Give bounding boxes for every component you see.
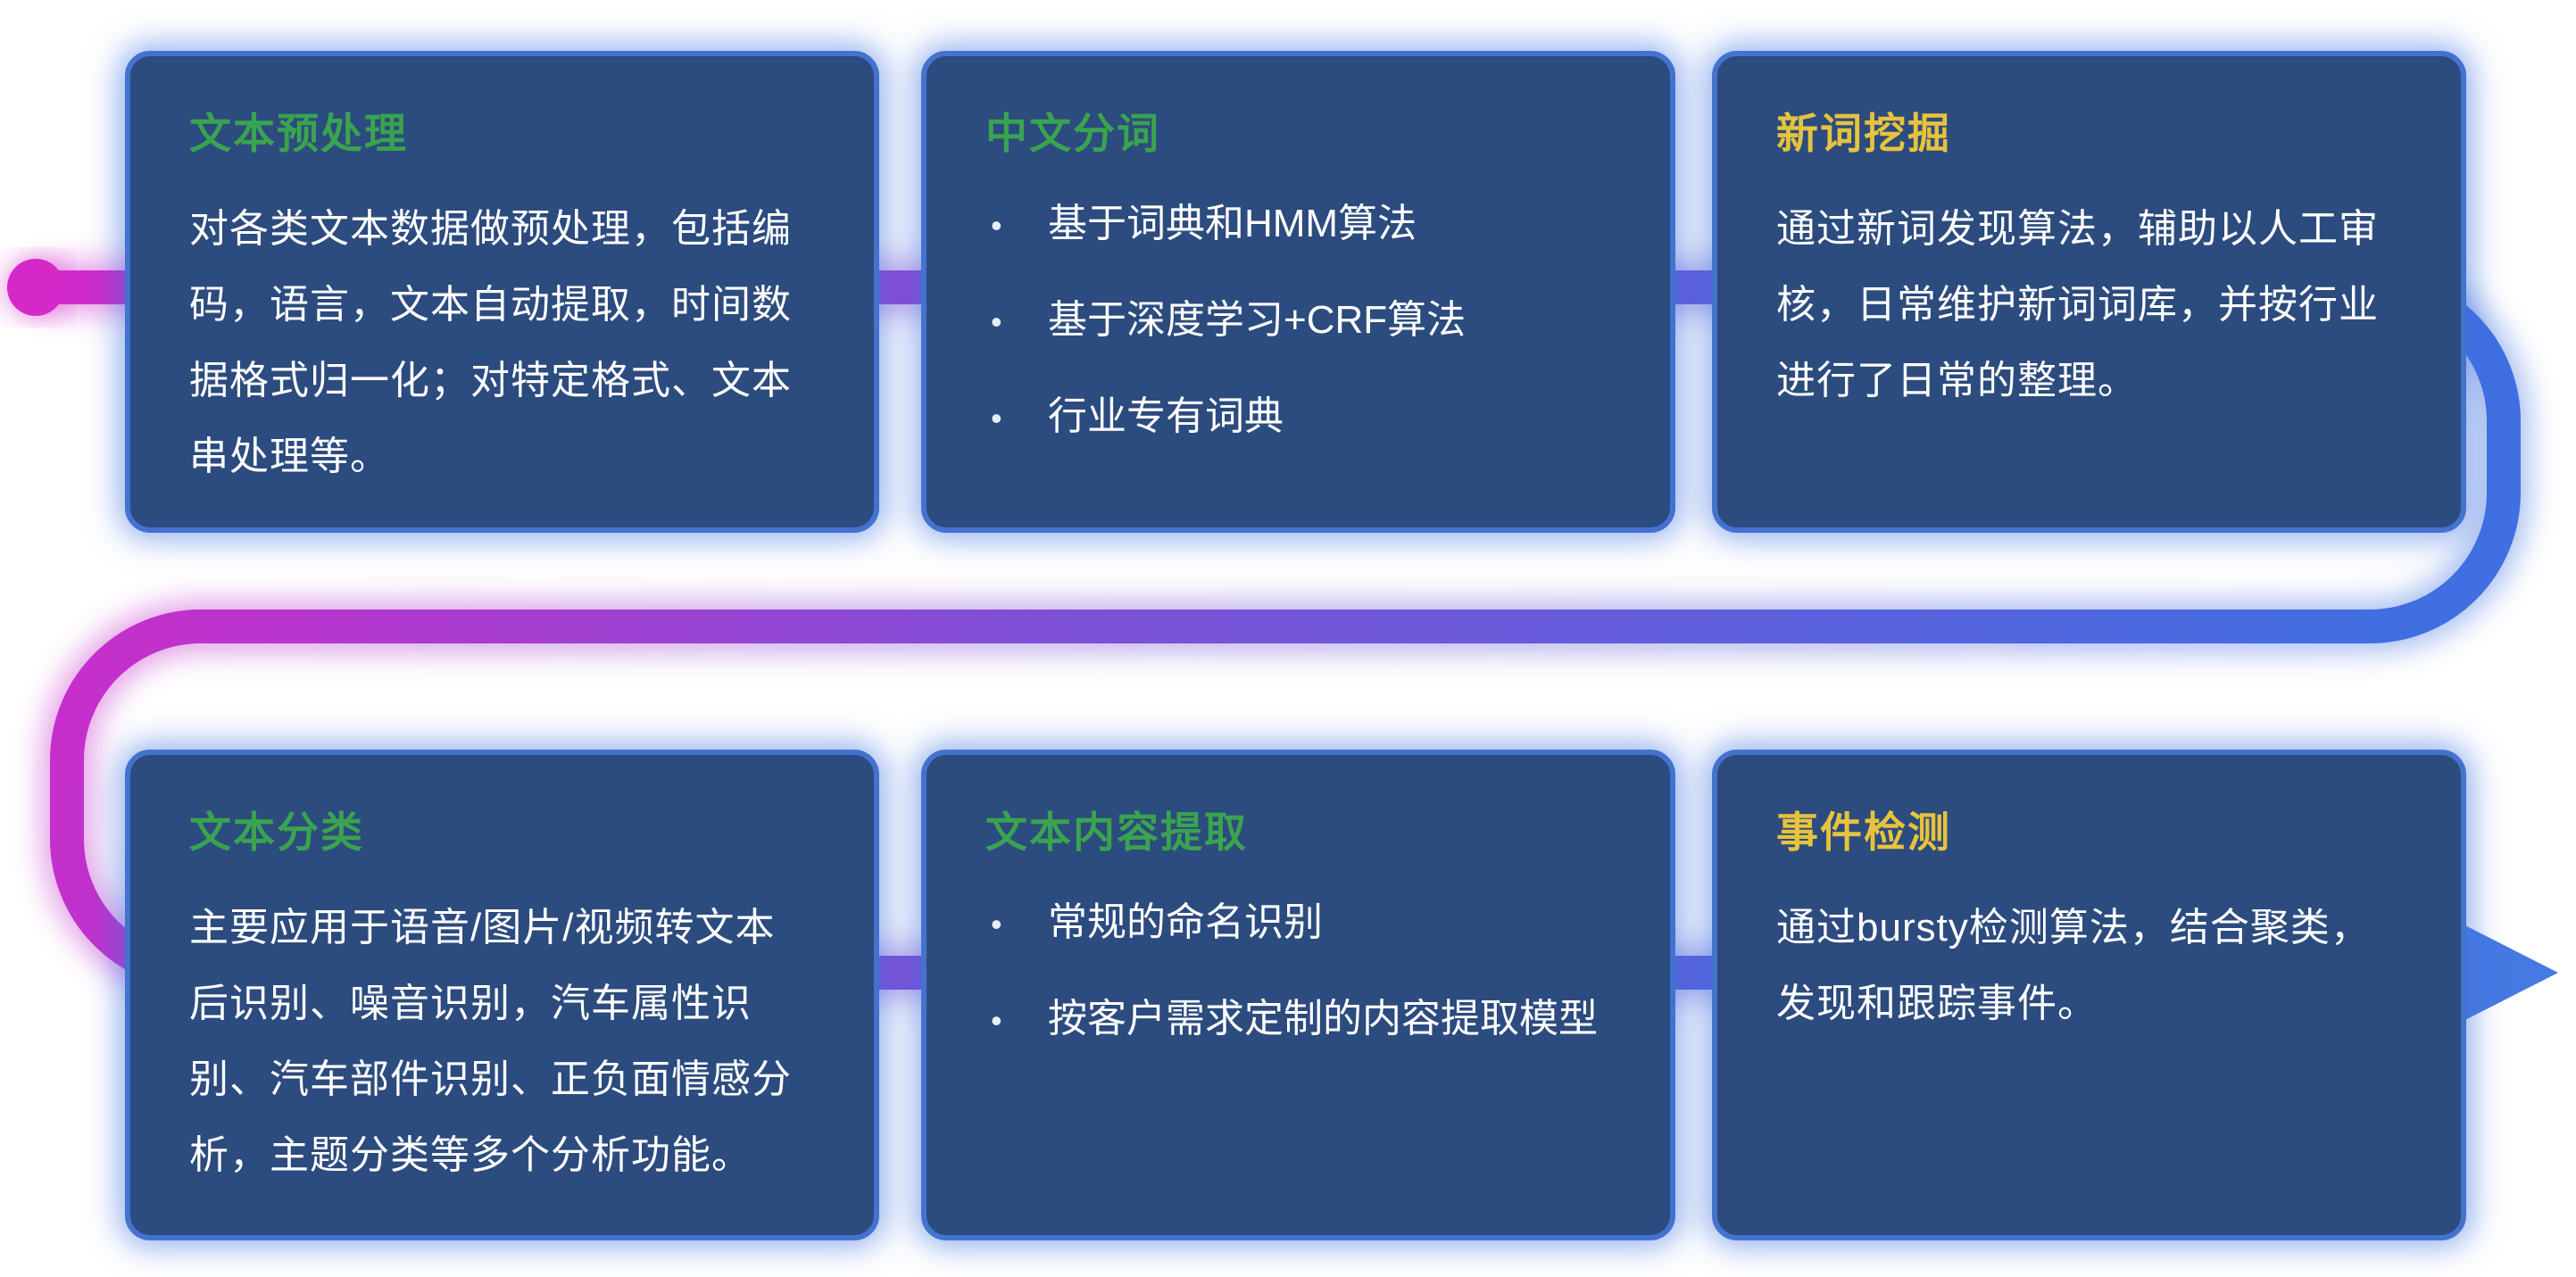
card-title: 新词挖掘 — [1776, 110, 1951, 157]
card-event-detection: 事件检测 通过bursty检测算法，结合聚类，发现和跟踪事件。 — [1712, 750, 2466, 1240]
card-text-classification: 文本分类 主要应用于语音/图片/视频转文本后识别、噪音识别，汽车属性识别、汽车部… — [125, 750, 879, 1240]
bullet-item: • 常规的命名识别 — [985, 890, 1611, 947]
flow-start-dot-icon — [7, 259, 64, 316]
card-text-content-extraction: 文本内容提取 • 常规的命名识别 • 按客户需求定制的内容提取模型 — [921, 750, 1675, 1240]
flow-path — [37, 270, 2521, 990]
flow-end-arrow-icon — [2453, 919, 2558, 1026]
bullet-text: 基于深度学习+CRF算法 — [1048, 298, 1467, 342]
card-title: 文本分类 — [189, 808, 364, 856]
bullet-icon: • — [991, 906, 1002, 942]
bullet-icon: • — [991, 400, 1002, 436]
bullet-text: 基于词典和HMM算法 — [1048, 202, 1417, 245]
bullet-text: 按客户需求定制的内容提取模型 — [1048, 997, 1598, 1041]
bullet-text: 行业专有词典 — [1048, 394, 1284, 438]
card-bullet-list: • 常规的命名识别 • 按客户需求定制的内容提取模型 — [985, 890, 1611, 1043]
card-body: 主要应用于语音/图片/视频转文本后识别、噪音识别，汽车属性识别、汽车部件识别、正… — [189, 906, 792, 1177]
bullet-icon: • — [991, 207, 1002, 244]
bullet-item: • 基于词典和HMM算法 — [985, 191, 1611, 248]
card-title: 文本内容提取 — [985, 808, 1248, 856]
bullet-item: • 按客户需求定制的内容提取模型 — [985, 986, 1611, 1043]
card-new-word-mining: 新词挖掘 通过新词发现算法，辅助以人工审核，日常维护新词词库，并按行业进行了日常… — [1712, 51, 2466, 533]
bullet-icon: • — [991, 1002, 1002, 1039]
card-text-preprocessing: 文本预处理 对各类文本数据做预处理，包括编码，语言，文本自动提取，时间数据格式归… — [125, 51, 879, 533]
card-body: 通过bursty检测算法，结合聚类，发现和跟踪事件。 — [1776, 906, 2371, 1025]
bullet-icon: • — [991, 303, 1002, 340]
card-chinese-word-segmentation: 中文分词 • 基于词典和HMM算法 • 基于深度学习+CRF算法 • 行业专有词… — [921, 51, 1675, 533]
bullet-item: • 行业专有词典 — [985, 384, 1611, 441]
card-title: 中文分词 — [985, 110, 1160, 157]
card-body: 通过新词发现算法，辅助以人工审核，日常维护新词词库，并按行业进行了日常的整理。 — [1776, 207, 2379, 402]
bullet-item: • 基于深度学习+CRF算法 — [985, 287, 1611, 344]
card-title: 文本预处理 — [189, 110, 408, 157]
card-title: 事件检测 — [1776, 808, 1951, 856]
card-body: 对各类文本数据做预处理，包括编码，语言，文本自动提取，时间数据格式归一化；对特定… — [189, 207, 792, 478]
bullet-text: 常规的命名识别 — [1048, 900, 1323, 944]
card-bullet-list: • 基于词典和HMM算法 • 基于深度学习+CRF算法 • 行业专有词典 — [985, 191, 1611, 441]
